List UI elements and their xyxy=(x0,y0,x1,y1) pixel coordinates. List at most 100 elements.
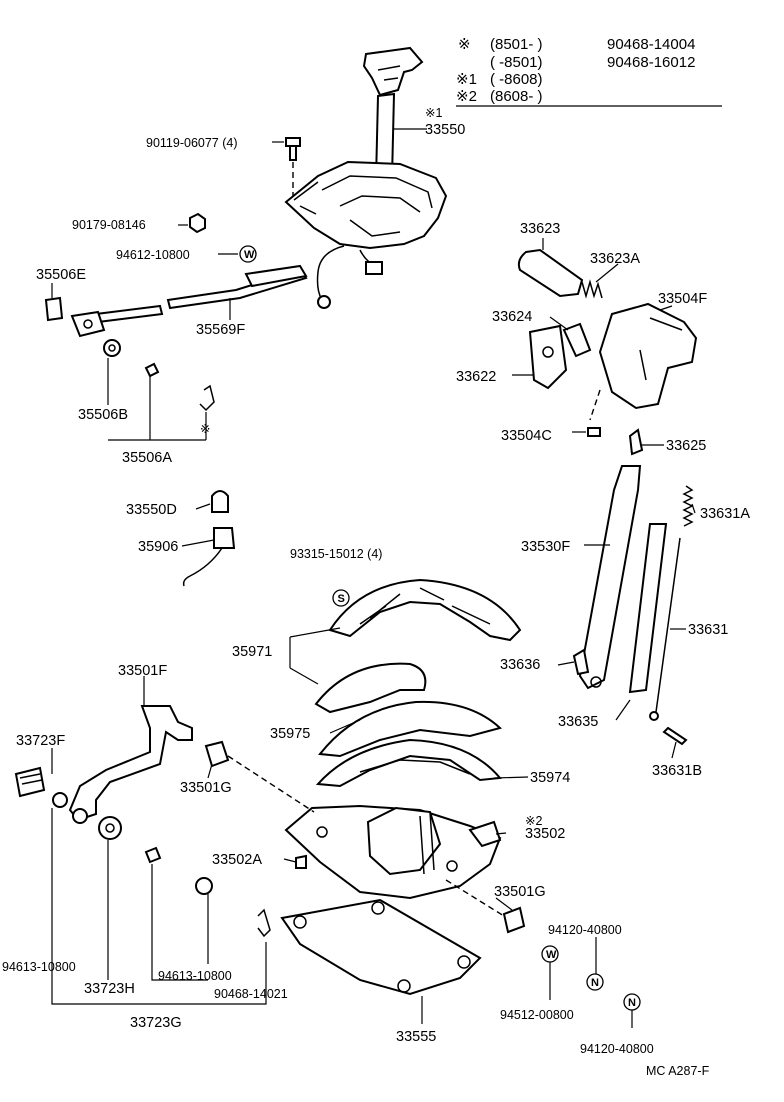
socket-35906 xyxy=(213,527,236,549)
pin-33625 xyxy=(628,428,644,456)
label-35506B: 35506B xyxy=(78,407,128,423)
tray-33555-shape xyxy=(280,898,482,996)
cover-35971-lower xyxy=(314,662,427,714)
label-33635: 33635 xyxy=(558,714,598,730)
lever-rod-assembly xyxy=(572,465,694,746)
rod-front xyxy=(94,304,164,324)
rod-33631 xyxy=(655,537,681,713)
bolt-35506E xyxy=(44,296,64,322)
label-90119: 90119-06077 (4) xyxy=(146,136,238,150)
label-star: ※ xyxy=(200,422,210,436)
label-33723G: 33723G xyxy=(130,1015,182,1031)
symbol-n-2-text: N xyxy=(628,997,636,1009)
symbol-w-1 xyxy=(239,245,257,263)
label-94512: 94512-00800 xyxy=(500,1008,574,1022)
knob-parts xyxy=(517,248,698,456)
leader-lines xyxy=(51,128,696,1028)
label-94612: 94612-10800 xyxy=(116,248,190,262)
label-94613-b: 94613-10800 xyxy=(158,969,232,983)
spring-33631A xyxy=(682,485,694,527)
lock-33624 xyxy=(562,322,592,358)
label-90179: 90179-08146 xyxy=(72,218,146,232)
label-35971: 35971 xyxy=(232,644,272,660)
label-35975: 35975 xyxy=(270,726,310,742)
label-33502A: 33502A xyxy=(212,852,262,868)
label-33504C: 33504C xyxy=(501,428,552,444)
label-33622: 33622 xyxy=(456,369,496,385)
bushing-33501G-upper xyxy=(204,740,230,768)
label-33501F: 33501F xyxy=(118,663,167,679)
button-33623 xyxy=(517,248,584,298)
symbol-s-text: S xyxy=(338,593,345,605)
pin-33631B xyxy=(662,726,688,746)
label-33723H: 33723H xyxy=(84,981,135,997)
symbol-w-1-text: W xyxy=(244,249,255,261)
label-33631A: 33631A xyxy=(700,506,750,522)
cover-35974 xyxy=(315,738,502,788)
bushing-35506B xyxy=(103,339,121,357)
lever-33501F xyxy=(14,705,315,938)
bushing-33723H xyxy=(98,816,122,840)
rod-33635 xyxy=(628,523,668,694)
label-94120-a: 94120-40800 xyxy=(548,923,622,937)
bushing-33502A xyxy=(295,854,307,869)
lever-arm-33501F xyxy=(68,705,193,822)
rod-33530F xyxy=(578,465,642,690)
note-range-2: ( -8501) xyxy=(490,54,543,71)
label-35506A: 35506A xyxy=(122,450,172,466)
label-33631: 33631 xyxy=(688,622,728,638)
label-33623: 33623 xyxy=(520,221,560,237)
note-range-1: (8501- ) xyxy=(490,36,543,53)
spring-33623A xyxy=(581,279,603,299)
symbols: W S W N N xyxy=(239,245,641,1011)
label-33624: 33624 xyxy=(492,309,532,325)
bulb-assembly xyxy=(182,490,236,587)
note-mark-3: ※1 xyxy=(456,71,477,88)
label-33625: 33625 xyxy=(666,438,706,454)
label-33723F: 33723F xyxy=(16,733,65,749)
header-notes: ※ (8501- ) 90468-14004 ( -8501) 90468-16… xyxy=(456,36,722,107)
label-35974: 35974 xyxy=(530,770,570,786)
label-33636: 33636 xyxy=(500,657,540,673)
note-part-2: 90468-16012 xyxy=(607,54,695,71)
cover-35971-upper xyxy=(328,578,522,642)
label-35506E: 35506E xyxy=(36,267,86,283)
label-33623A: 33623A xyxy=(590,251,640,267)
label-33555: 33555 xyxy=(396,1029,436,1045)
washer-94613-b xyxy=(195,877,213,895)
nut-90179 xyxy=(189,212,206,234)
switch-connector xyxy=(365,261,383,275)
note-range-4: (8608- ) xyxy=(490,88,543,105)
screw-33504C xyxy=(587,427,601,437)
shift-knob-33550 xyxy=(362,46,424,97)
symbol-s xyxy=(332,589,350,607)
bushing-33501G-lower xyxy=(502,906,526,934)
note-mark-1: ※ xyxy=(458,36,471,53)
base-plate-assembly xyxy=(284,804,526,934)
detent-33502 xyxy=(366,806,442,876)
label-94120-b: 94120-40800 xyxy=(580,1042,654,1056)
symbol-n-1-text: N xyxy=(591,977,599,989)
note-part-1: 90468-14004 xyxy=(607,36,695,53)
tray-33555 xyxy=(280,898,482,996)
shift-lever-assembly xyxy=(189,46,448,309)
labels: ※1 33550 90119-06077 (4) 90179-08146 946… xyxy=(2,106,750,1078)
shift-rod-assembly xyxy=(44,264,308,412)
drawing-code: MC A287-F xyxy=(646,1064,710,1078)
shift-lever-housing xyxy=(284,160,448,250)
knob-33504F xyxy=(598,302,698,410)
label-33530F: 33530F xyxy=(521,539,570,555)
label-33504F: 33504F xyxy=(658,291,707,307)
clip-90468 xyxy=(257,908,271,938)
cover-35975 xyxy=(318,700,503,758)
label-33550D: 33550D xyxy=(126,502,177,518)
rod-end-35506E xyxy=(70,310,106,338)
label-33501G-b: 33501G xyxy=(494,884,546,900)
label-90468: 90468-14021 xyxy=(214,987,288,1001)
clip xyxy=(199,384,215,412)
label-33502: 33502 xyxy=(525,826,565,842)
note-mark-4: ※2 xyxy=(456,88,477,105)
label-33550: 33550 xyxy=(425,122,465,138)
